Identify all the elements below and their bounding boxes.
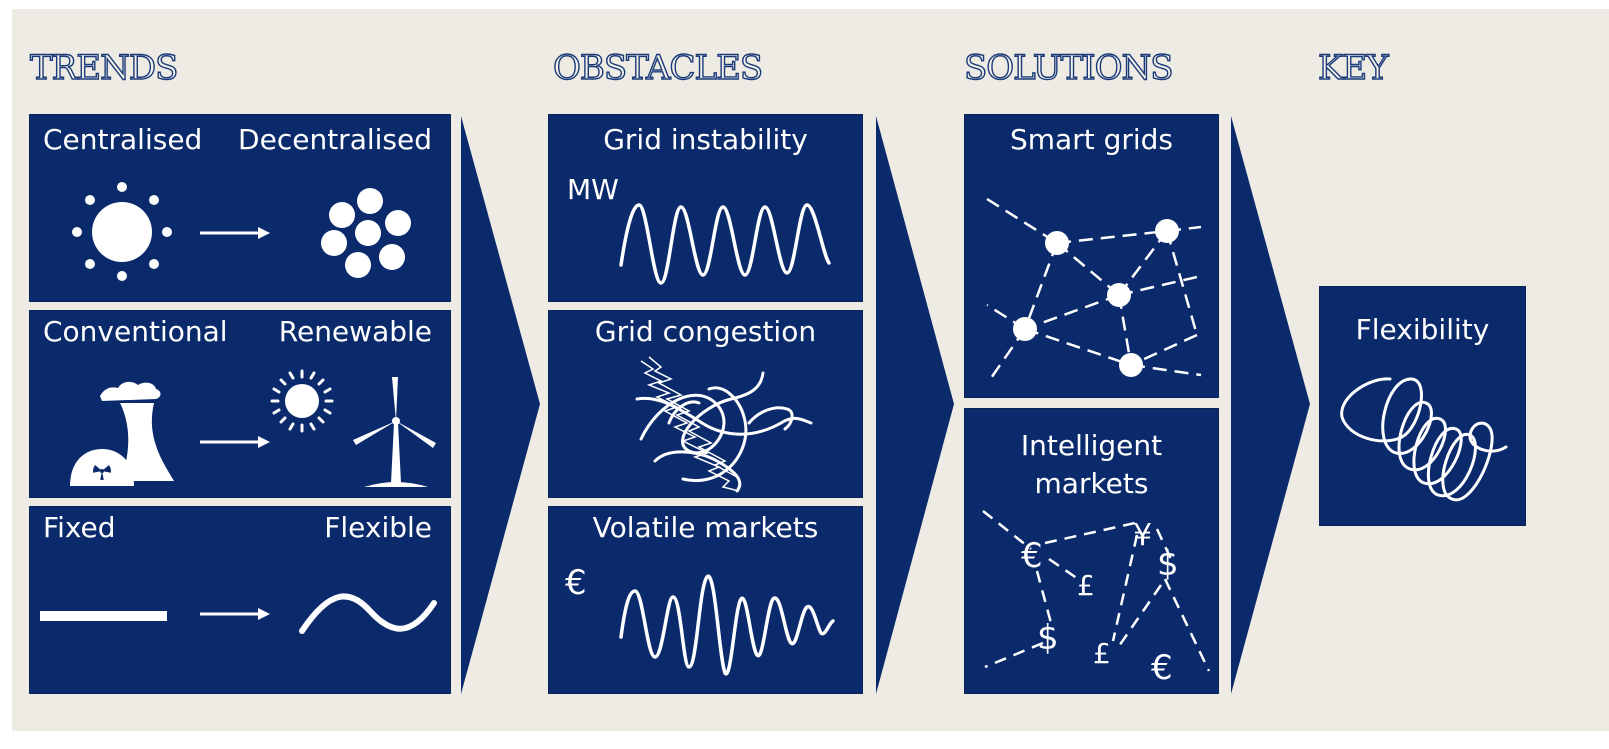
- arrow-right-icon: [200, 436, 270, 448]
- label-grid-instability: Grid instability: [603, 123, 808, 156]
- label-centralised: Centralised: [43, 123, 203, 156]
- spring-coil-icon: [1340, 377, 1508, 502]
- fixed-to-flexible-icons: [40, 593, 437, 634]
- decentralised-cluster-icon: [321, 188, 411, 278]
- obstacle-panel-grid-congestion: Grid congestion: [549, 311, 862, 497]
- central-sun-icon: [72, 182, 172, 281]
- label-renewable: Renewable: [278, 315, 432, 348]
- volatile-wave-icon: [619, 574, 835, 676]
- wind-turbine-icon: [353, 377, 436, 487]
- label-grid-congestion: Grid congestion: [594, 315, 817, 348]
- label-decentralised: Decentralised: [238, 123, 432, 156]
- obstacle-panel-grid-instability: Grid instability MW: [549, 115, 862, 301]
- currency-symbol: $: [1037, 618, 1059, 658]
- label-mw: MW: [567, 173, 619, 206]
- currency-symbol: $: [1157, 544, 1179, 584]
- heading-key: KEY: [1317, 47, 1389, 88]
- heading-obstacles: OBSTACLES: [552, 47, 764, 88]
- heading-solutions: SOLUTIONS: [963, 47, 1174, 88]
- label-fixed: Fixed: [43, 511, 116, 544]
- solution-panel-intelligent-markets: Intelligent markets € ¥ $ £ $ £ €: [965, 409, 1218, 693]
- label-conventional: Conventional: [43, 315, 228, 348]
- heading-trends: TRENDS: [29, 47, 179, 88]
- key-panel-flexibility: Flexibility: [1320, 287, 1525, 525]
- label-volatile-markets: Volatile markets: [592, 511, 819, 544]
- obstacle-panel-volatile-markets: Volatile markets €: [549, 507, 862, 693]
- euro-label: €: [565, 563, 587, 603]
- currency-symbol: ¥: [1133, 518, 1152, 553]
- oscillating-wave-icon: [619, 203, 831, 285]
- arrow-obstacles-to-solutions: [876, 116, 954, 694]
- label-intelligent: Intelligent: [1020, 429, 1163, 462]
- currency-symbol: £: [1093, 637, 1111, 670]
- solution-panel-smart-grids: Smart grids: [965, 115, 1218, 397]
- flat-line-icon: [40, 611, 167, 621]
- trend-panel-renewables: Conventional Renewable: [30, 311, 450, 497]
- grid-node-dots: [1013, 219, 1179, 377]
- sun-icon: [270, 369, 334, 433]
- trend-panel-centralisation: Centralised Decentralised: [30, 115, 450, 301]
- centralised-to-decentralised-icons: [72, 182, 411, 281]
- currency-symbol: €: [1151, 648, 1173, 688]
- label-flexible: Flexible: [324, 511, 432, 544]
- arrow-solutions-to-key: [1231, 116, 1310, 694]
- trend-panel-flexibility: Fixed Flexible: [30, 507, 450, 693]
- sine-wave-icon: [299, 593, 437, 634]
- label-markets: markets: [1034, 467, 1149, 500]
- label-flexibility: Flexibility: [1355, 313, 1490, 346]
- currency-symbol: €: [1021, 536, 1043, 576]
- nuclear-plant-icon: [70, 381, 174, 486]
- network-nodes-icon: [986, 197, 1202, 382]
- label-smart-grids: Smart grids: [1009, 123, 1174, 156]
- currency-symbol: £: [1077, 569, 1095, 602]
- arrow-trends-to-obstacles: [461, 116, 540, 694]
- currency-network-icon: € ¥ $ £ $ £ €: [982, 510, 1211, 688]
- conventional-to-renewable-icons: [70, 369, 436, 487]
- tangled-lines-icon: [635, 356, 813, 493]
- arrow-right-icon: [200, 608, 270, 620]
- arrow-right-icon: [200, 227, 270, 239]
